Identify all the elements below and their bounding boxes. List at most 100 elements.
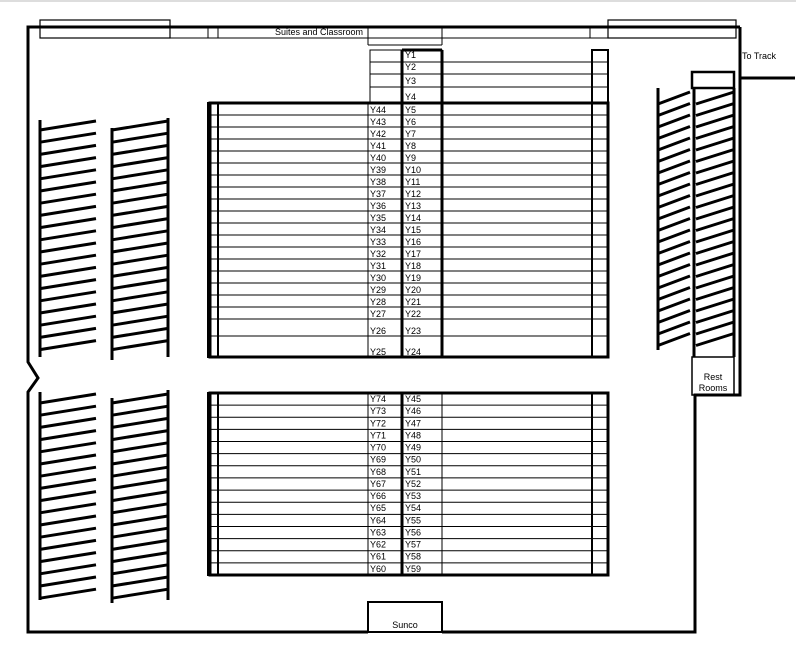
row-label: Y39: [370, 165, 386, 175]
row-label: Y27: [370, 309, 386, 319]
row-label: Y49: [405, 443, 421, 453]
bleacher-row: [695, 125, 735, 140]
row-label: Y59: [405, 564, 421, 574]
bleacher-row: [111, 551, 169, 564]
bleacher-row: [695, 240, 735, 255]
bleacher-row: [111, 217, 169, 230]
row-label: Y34: [370, 225, 386, 235]
row-label: Y50: [405, 455, 421, 465]
bleacher-row: [111, 429, 169, 442]
bleacher-row: [39, 217, 97, 230]
bleacher-row: [111, 192, 169, 205]
bleacher-row: [111, 229, 169, 242]
suites-strip: [39, 19, 737, 46]
row-label: Y41: [370, 141, 386, 151]
bleacher-row: [695, 251, 735, 267]
row-label: Y52: [405, 479, 421, 489]
to-track-label: To Track: [742, 51, 777, 61]
bleacher-row: [39, 465, 97, 478]
row-label: Y54: [405, 503, 421, 513]
bleacher-row: [39, 441, 97, 454]
bleacher-row: [111, 465, 169, 478]
bleacher-row: [657, 102, 691, 117]
bleacher-row: [657, 182, 691, 198]
bleacher-row: [111, 131, 169, 144]
row-label: Y12: [405, 189, 421, 199]
row-label: Y44: [370, 105, 386, 115]
row-label: Y26: [370, 326, 386, 336]
bleacher-row: [111, 168, 169, 181]
row-label: Y73: [370, 406, 386, 416]
row-label: Y24: [405, 347, 421, 357]
bleacher-row: [695, 297, 735, 313]
lower-right-rail: [591, 392, 609, 576]
bleacher-row: [111, 490, 169, 503]
bleacher-row: [657, 90, 691, 106]
bleacher-row: [39, 551, 97, 564]
row-label: Y8: [405, 141, 416, 151]
row-label: Y47: [405, 418, 421, 428]
bleacher-row: [111, 563, 169, 576]
row-label: Y1: [405, 50, 416, 60]
bleacher-row: [111, 302, 169, 315]
bleacher-row: [39, 143, 97, 156]
bleacher-row: [111, 339, 169, 352]
row-label: Y42: [370, 129, 386, 139]
row-label: Y35: [370, 213, 386, 223]
row-label: Y21: [405, 297, 421, 307]
bleacher-row: [695, 90, 735, 106]
row-label: Y4: [405, 92, 416, 102]
bleacher-row: [39, 575, 97, 588]
bleacher-row: [39, 204, 97, 217]
row-label: Y63: [370, 527, 386, 537]
row-label: Y53: [405, 491, 421, 501]
bleacher-row: [695, 309, 735, 324]
bleacher-row: [39, 229, 97, 242]
bleacher-row: [111, 204, 169, 217]
row-label: Y16: [405, 237, 421, 247]
bleacher-row: [111, 416, 169, 429]
row-label: Y15: [405, 225, 421, 235]
bleacher-row: [111, 119, 169, 132]
bleacher-row: [657, 309, 691, 324]
bleacher-row: [111, 477, 169, 490]
lower-seating-block: [207, 391, 610, 577]
row-label: Y71: [370, 430, 386, 440]
row-label: Y13: [405, 201, 421, 211]
bleacher-row: [695, 228, 735, 244]
bleacher-row: [39, 429, 97, 442]
bleacher-row: [39, 314, 97, 327]
row-label: Y43: [370, 117, 386, 127]
row-label: Y70: [370, 443, 386, 453]
bleacher-row: [111, 526, 169, 539]
row-label: Y72: [370, 418, 386, 428]
row-label: Y10: [405, 165, 421, 175]
row-label: Y38: [370, 177, 386, 187]
row-label: Y37: [370, 189, 386, 199]
row-label: Y6: [405, 117, 416, 127]
bleacher-row: [39, 192, 97, 205]
bleacher-row: [695, 263, 735, 278]
bleacher-row: [695, 217, 735, 232]
row-label: Y48: [405, 430, 421, 440]
row-label: Y7: [405, 129, 416, 139]
row-label: Y62: [370, 540, 386, 550]
row-label: Y64: [370, 515, 386, 525]
bleacher-row: [39, 490, 97, 503]
bleacher-row: [695, 159, 735, 175]
bleacher-row: [695, 113, 735, 129]
bleacher-row: [111, 253, 169, 266]
lower-left-rail: [207, 392, 219, 576]
row-label: Y3: [405, 76, 416, 86]
bleacher-row: [111, 514, 169, 527]
bleacher-row: [111, 575, 169, 588]
row-label: Y55: [405, 515, 421, 525]
bleacher-row: [695, 320, 735, 336]
bleacher-row: [657, 217, 691, 232]
bleacher-row: [657, 194, 691, 209]
bleacher-row: [39, 241, 97, 254]
bleacher-row: [657, 320, 691, 336]
bleacher-row: [657, 263, 691, 278]
bleacher-row: [39, 502, 97, 515]
